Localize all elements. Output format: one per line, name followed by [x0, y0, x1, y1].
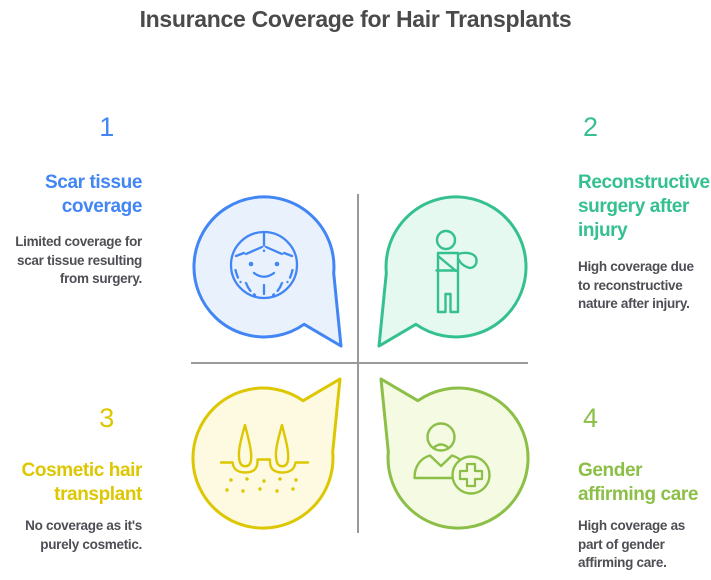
page-title: Insurance Coverage for Hair Transplants: [139, 6, 572, 32]
step-2-number: 2: [583, 112, 598, 142]
step-3-title: Cosmetic hair transplant: [21, 460, 143, 505]
step-3-description: No coverage as it's purely cosmetic.: [25, 518, 142, 552]
step-2-description: High coverage due to reconstructive natu…: [578, 259, 694, 311]
speech-bubble-cosmetic: [191, 377, 342, 530]
step-4-number: 4: [583, 403, 598, 433]
speech-bubble-shape: [192, 195, 343, 348]
speech-bubble-reconstructive: [377, 195, 528, 348]
speech-bubble-shape: [191, 377, 342, 530]
speech-bubble-gender-affirming: [379, 377, 530, 530]
step-1-title: Scar tissue coverage: [45, 172, 142, 217]
hair-follicle-icon: [219, 423, 310, 493]
step-4-description: High coverage as part of gender affirmin…: [578, 518, 685, 570]
speech-bubble-shape: [379, 377, 530, 530]
person-arm-sling-icon: [435, 229, 478, 314]
divider-vertical: [357, 194, 359, 533]
divider-horizontal: [191, 362, 528, 364]
step-2-title: Reconstructive surgery after injury: [578, 172, 710, 241]
scalp-markings-face-icon: [229, 230, 299, 300]
speech-bubble-scar-tissue: [192, 195, 343, 348]
step-3-number: 3: [99, 403, 114, 433]
step-1-number: 1: [99, 112, 114, 142]
step-4-title: Gender affirming care: [578, 460, 699, 505]
person-medical-plus-icon: [413, 422, 491, 495]
step-1-description: Limited coverage for scar tissue resulti…: [15, 234, 142, 286]
